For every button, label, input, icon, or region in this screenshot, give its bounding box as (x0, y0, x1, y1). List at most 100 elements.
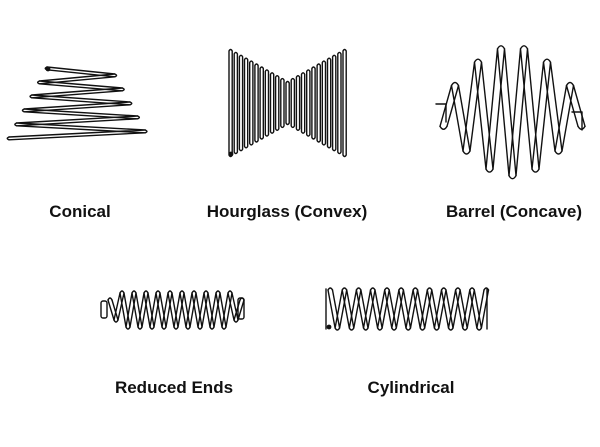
cylindrical-coil-tip (398, 287, 405, 291)
hourglass-coil (280, 77, 285, 129)
reduced-coil-tip (191, 290, 197, 294)
cylindrical-coil-tip (376, 327, 383, 331)
cylindrical-label: Cylindrical (367, 378, 455, 397)
hourglass-coil (290, 77, 296, 129)
reduced-coil-tip (161, 326, 167, 330)
cylindrical-coil-tip (483, 287, 490, 291)
conical-coil-tip (129, 101, 133, 106)
reduced-coil-tip (137, 326, 143, 330)
reduced-coil-tip (155, 290, 161, 294)
hourglass-coil (306, 69, 311, 137)
reduced-coil-tip (209, 326, 215, 330)
hourglass-coil (300, 72, 306, 134)
conical-coil-tip (29, 94, 33, 99)
hourglass-coil (337, 51, 342, 155)
reduced-coil-tip (113, 319, 119, 323)
barrel-end-cap-right (571, 111, 583, 131)
hourglass-coil (342, 48, 347, 158)
cylindrical-wire-end (326, 324, 332, 330)
conical-spring-drawing (6, 66, 148, 141)
cylindrical-coil-tip (419, 327, 426, 331)
conical-label: Conical (49, 202, 111, 221)
hourglass-coil (259, 66, 264, 140)
conical-coil-tip (14, 122, 18, 127)
barrel-coil-tip (473, 58, 483, 63)
conical-coil-tip (21, 108, 25, 113)
conical-coil-tip (6, 136, 10, 141)
barrel-label: Barrel (Concave) (445, 202, 583, 221)
reduced-coil-tip (173, 326, 179, 330)
barrel-end-cap-left (435, 103, 447, 123)
barrel-coil-tip (554, 150, 563, 155)
hourglass-coil (249, 60, 254, 146)
reduced-coil-tip (131, 290, 137, 294)
barrel-coil-tip (565, 81, 575, 87)
hourglass-coil (326, 57, 332, 149)
hourglass-coil (238, 54, 244, 152)
cylindrical-coil-tip (433, 327, 440, 331)
reduced-coil-tip (125, 326, 131, 330)
hourglass-coil (285, 80, 290, 126)
barrel-coil-tip (450, 81, 460, 87)
cylindrical-coil-tip (391, 327, 397, 331)
reduced-end-left (100, 300, 108, 319)
cylindrical-coil-tip (426, 287, 433, 291)
cylindrical-coil-tip (355, 287, 362, 291)
cylindrical-coil-tip (369, 287, 376, 291)
hourglass-coil (243, 57, 249, 149)
barrel-coil-tip (508, 175, 517, 180)
cylindrical-coil-tip (384, 287, 390, 291)
conical-coil-tip (114, 73, 118, 78)
cylindrical-coil-tip (440, 287, 447, 291)
conical-coil-tip (121, 87, 125, 92)
reduced-coil-tip (197, 326, 203, 330)
barrel-coil-tip (496, 45, 506, 50)
cylindrical-coil-tip (412, 287, 419, 291)
reduced-ends-label: Reduced Ends (114, 378, 234, 397)
reduced-coil-tip (119, 290, 125, 294)
cylindrical-coil-tip (454, 287, 461, 291)
hourglass-coil (274, 75, 280, 131)
conical-wire-end (45, 66, 51, 72)
barrel-coil-tip (462, 150, 471, 155)
reduced-coil-tip (107, 297, 113, 301)
cylindrical-coil-tip (327, 287, 334, 291)
cylindrical-coil-tip (348, 327, 355, 331)
reduced-end-right (237, 297, 245, 320)
hourglass-coil (321, 60, 327, 146)
cylindrical-coil-tip (469, 287, 475, 291)
reduced-coil-tip (179, 290, 185, 294)
reduced-coil-tip (203, 290, 209, 294)
reduced-coil-tip (143, 290, 149, 294)
hourglass-coil (331, 54, 337, 152)
reduced-ends-spring-drawing (100, 290, 245, 330)
cylindrical-coil-tip (462, 327, 468, 331)
reduced-coil-tip (167, 290, 173, 294)
hourglass-coil (254, 63, 259, 143)
reduced-coil-tip (185, 326, 191, 330)
reduced-coil-tip (149, 326, 155, 330)
hourglass-coil (295, 75, 301, 131)
cylindrical-coil-tip (476, 327, 483, 331)
cylindrical-coil-tip (405, 327, 412, 331)
barrel-coil-tip (542, 58, 552, 63)
hourglass-coil (269, 72, 275, 134)
hourglass-coil (228, 48, 233, 158)
barrel-coil-tip (439, 125, 448, 130)
hourglass-coil (311, 66, 316, 140)
cylindrical-coil-tip (341, 287, 348, 291)
hourglass-wire-end (228, 151, 234, 157)
barrel-coil-tip (519, 45, 529, 50)
cylindrical-coil-tip (334, 327, 341, 331)
cylindrical-spring-drawing (325, 287, 490, 331)
reduced-coil-tip (221, 326, 227, 330)
hourglass-coil (264, 69, 270, 137)
hourglass-coil (316, 63, 321, 143)
barrel-spring-drawing (435, 45, 586, 180)
reduced-coil-tip (227, 290, 233, 294)
barrel-coil-tip (531, 168, 540, 173)
hourglass-spring-drawing (228, 48, 347, 158)
cylindrical-coil-tip (447, 327, 454, 331)
conical-coil-tip (36, 80, 41, 85)
